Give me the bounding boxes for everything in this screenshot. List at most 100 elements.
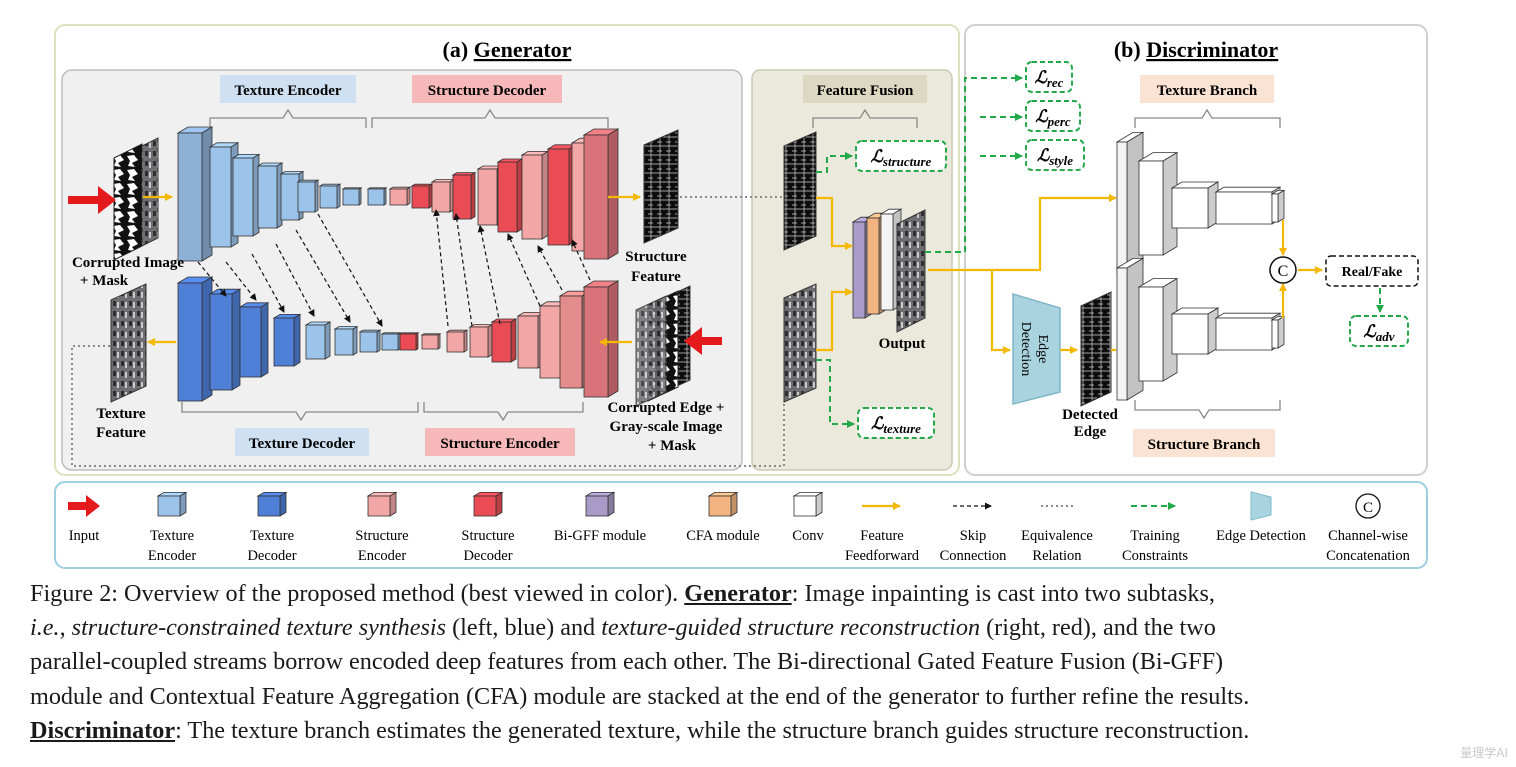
bottom-block: [208, 288, 242, 391]
top-block: [410, 183, 434, 209]
generator-title: (a) Generator: [443, 37, 572, 62]
bottom-block: [420, 333, 442, 350]
feature-fusion-label-bg: [803, 75, 927, 103]
caption-text: i.e.: [30, 614, 60, 642]
structure-branch-label: Structure Branch: [1148, 437, 1261, 453]
legend-label: Conv: [792, 528, 824, 544]
texture-decoder-label-bg: [235, 428, 369, 456]
cube-icon: [792, 491, 824, 517]
bottom-block: [468, 323, 494, 358]
svg-text:ℒadv: ℒadv: [1363, 322, 1394, 344]
bottom-block: [398, 332, 420, 351]
real-fake-box: [1325, 255, 1419, 287]
structure-branch-block: [1270, 315, 1286, 349]
caption-text: : Image inpainting is cast into two subt…: [791, 580, 1215, 607]
texture-decoder-brace: [181, 402, 419, 422]
texture-branch-block: [1270, 189, 1286, 223]
loss-rec-box: ℒrec: [1025, 61, 1073, 93]
cube-icon: [584, 491, 616, 517]
legend-label: Encoder: [358, 548, 406, 564]
top-block: [451, 171, 477, 220]
caption-text: Figure 2: Overview of the proposed metho…: [30, 580, 685, 607]
trapezoid-icon: [1250, 491, 1272, 521]
edge-detection-label: EdgeDetection: [1018, 322, 1050, 376]
structure-encoder-label: Structure Encoder: [440, 436, 560, 452]
equivalence-lines: [71, 196, 785, 467]
structure-decoder-label-bg: [412, 75, 562, 103]
caption-text: parallel-coupled streams borrow encoded …: [30, 648, 1224, 676]
loss-texture-box: ℒtexture: [857, 407, 935, 439]
feature-fusion-brace: [812, 108, 918, 128]
top-block: [366, 187, 388, 206]
legend-label: Bi-GFF module: [554, 528, 646, 544]
texture-feature-thumbnail: [110, 283, 147, 403]
top-block: [582, 128, 620, 260]
texture-branch-block: [1170, 181, 1220, 229]
legend-label: Texture: [250, 528, 294, 544]
top-block: [388, 186, 412, 206]
legend-item: Conv: [792, 491, 824, 544]
training-arrows: [816, 74, 1384, 428]
feature-fusion-label: Feature Fusion: [817, 83, 914, 99]
caption-text: structure-constrained texture synthesis: [71, 614, 447, 642]
figure-caption: Figure 2: Overview of the proposed metho…: [30, 577, 1470, 748]
legend-label: Texture: [150, 528, 194, 544]
cube-icon: [256, 491, 288, 517]
structure-encoder-brace: [423, 402, 584, 422]
structure-branch-block: [1137, 277, 1179, 382]
loss-adv-box: ℒadv: [1349, 315, 1409, 347]
cube-icon: [366, 491, 398, 517]
detected-edge-thumbnail: [1080, 291, 1112, 407]
bottom-block: [380, 332, 402, 351]
structure-branch-block: [1170, 307, 1220, 355]
top-block: [176, 126, 214, 262]
svg-text:ℒrec: ℒrec: [1035, 68, 1064, 90]
input-arrow-edge: [684, 327, 722, 355]
network-blocks: [176, 126, 1286, 402]
legend-label: Structure: [355, 528, 408, 544]
legend-label: Encoder: [148, 548, 196, 564]
cube-icon: [156, 491, 188, 517]
legend-label: Feature: [860, 528, 903, 544]
legend-label: Edge Detection: [1216, 528, 1307, 544]
real-fake-label: Real/Fake: [1342, 265, 1403, 280]
texture-branch-block: [1214, 186, 1282, 225]
corrupted-image-thumbnail: [113, 137, 159, 261]
texture-branch-block: [1137, 151, 1179, 256]
top-block: [318, 183, 342, 209]
legend-item: Edge Detection: [1216, 491, 1307, 544]
top-block: [496, 158, 524, 233]
legend-item: CFA module: [686, 491, 760, 544]
cube-icon: [707, 491, 739, 517]
legend-label: Relation: [1032, 548, 1082, 564]
structure-feature-thumbnail: [643, 129, 679, 244]
corrupted-edge-thumbnail: [635, 285, 691, 407]
structure-branch-block: [1214, 312, 1282, 351]
top-block: [296, 179, 320, 213]
structure-branch-brace: [1134, 400, 1281, 420]
texture-branch-label: Texture Branch: [1157, 83, 1258, 99]
texture-encoder-brace: [209, 108, 367, 128]
bottom-block: [304, 321, 332, 360]
legend-label: Concatenation: [1326, 548, 1411, 564]
watermark: 量理学AI: [1460, 746, 1508, 760]
bottom-block: [445, 329, 469, 353]
arrow-icon: [68, 495, 100, 517]
discriminator-title: (b) Discriminator: [1114, 37, 1279, 62]
top-block: [231, 153, 261, 237]
legend-item: Input: [68, 495, 100, 544]
caption-generator-term: Generator: [684, 580, 792, 607]
legend-label: Feedforward: [845, 548, 920, 564]
fusion-structure-thumbnail: [783, 131, 817, 251]
legend-item: Bi-GFF module: [554, 491, 646, 544]
loss-style-box: ℒstyle: [1025, 139, 1085, 171]
texture-encoder-label-bg: [220, 75, 356, 103]
legend-label: Equivalence: [1021, 528, 1093, 544]
